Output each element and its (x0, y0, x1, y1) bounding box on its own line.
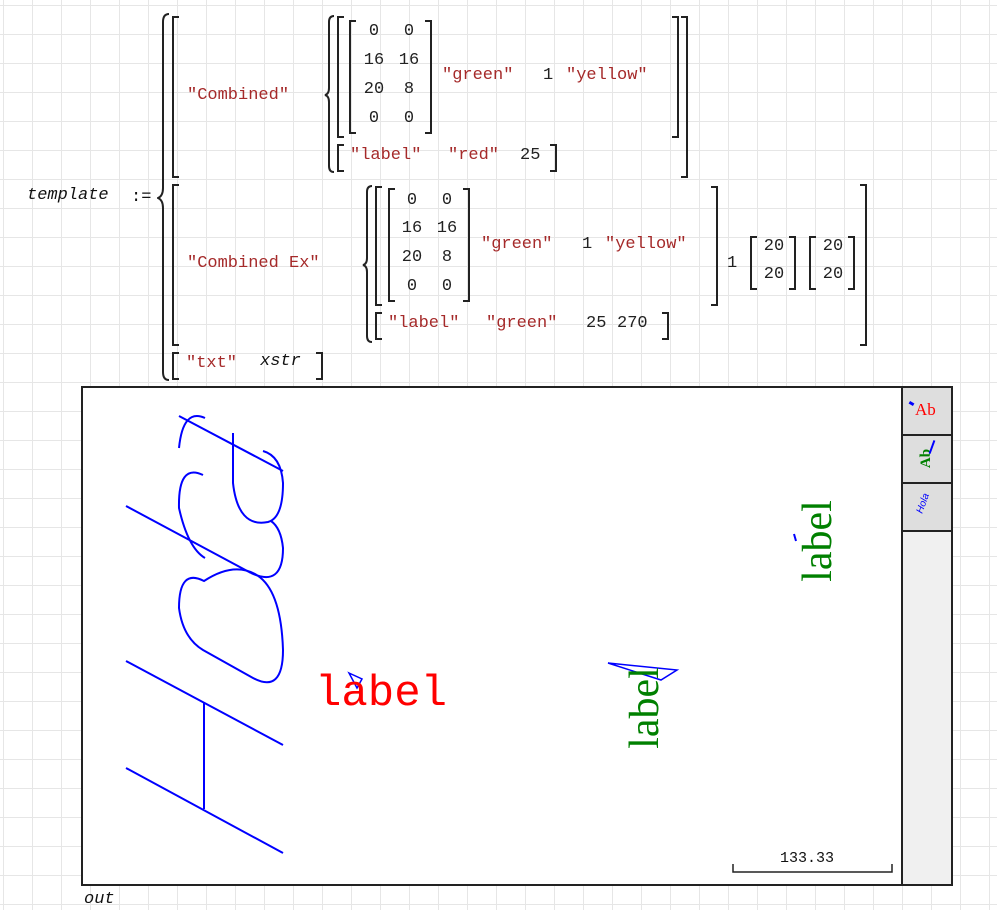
scale-bar-value: 133.33 (780, 850, 835, 867)
hola-strokes (125, 415, 285, 854)
row1-matrix-right-bracket (425, 20, 432, 134)
outer-brace-icon (157, 13, 170, 381)
row2-fill-color[interactable]: "green" (481, 235, 553, 254)
row2-style-right-bracket (711, 186, 718, 306)
scale-bar (732, 864, 893, 873)
thumbnail-label: Ab (915, 400, 936, 419)
matrix-cell[interactable]: 0 (403, 109, 415, 128)
row1-matrix-left-bracket (349, 20, 356, 134)
vec2-right-bracket (848, 236, 855, 290)
row1-fill-color[interactable]: "green" (442, 66, 514, 85)
output-variable[interactable]: out (84, 890, 115, 909)
matrix-cell[interactable]: 0 (403, 22, 415, 41)
row2-matrix-right-bracket (463, 188, 470, 302)
row2-name[interactable]: "Combined Ex" (187, 254, 320, 273)
plot-canvas[interactable]: label label label 133.33 (81, 386, 905, 886)
vec1-left-bracket (750, 236, 757, 290)
matrix-cell[interactable]: 0 (406, 277, 418, 296)
variable-name[interactable]: template (27, 186, 109, 205)
row2-label-color[interactable]: "green" (486, 314, 558, 333)
row2-line-width[interactable]: 1 (582, 235, 593, 254)
matrix-cell[interactable]: 20 (401, 248, 423, 267)
vec1-right-bracket (789, 236, 796, 290)
row1-inner-brace-icon (324, 15, 335, 173)
vec2-cell[interactable]: 20 (822, 265, 844, 284)
row2-line-color[interactable]: "yellow" (605, 235, 687, 254)
row1-style-left-bracket (337, 16, 344, 138)
thumbnail-sidebar: Ab Ab Hola (901, 386, 953, 886)
row2-left-bracket (172, 184, 179, 346)
row1-label-right-bracket (550, 144, 557, 172)
anchor-triangle-icon (607, 662, 680, 681)
row1-name[interactable]: "Combined" (187, 86, 290, 105)
matrix-cell[interactable]: 16 (436, 219, 458, 238)
row2-label-angle[interactable]: 270 (617, 314, 648, 333)
matrix-cell[interactable]: 16 (401, 219, 423, 238)
row3-left-bracket (172, 352, 179, 380)
row1-label-text[interactable]: "label" (350, 146, 422, 165)
row2-matrix-left-bracket (388, 188, 395, 302)
label-red: label (315, 669, 448, 719)
row1-right-bracket (681, 16, 688, 178)
matrix-cell[interactable]: 0 (441, 191, 453, 210)
plot-drawing (125, 415, 893, 873)
row1-style-right-bracket (672, 16, 679, 138)
thumbnail-hola[interactable]: Hola (903, 484, 951, 532)
row2-label-text[interactable]: "label" (388, 314, 460, 333)
row1-label-size[interactable]: 25 (520, 146, 541, 165)
anchor-arrow-icon (347, 671, 364, 690)
matrix-cell[interactable]: 16 (363, 51, 385, 70)
row2-extra-value[interactable]: 1 (727, 254, 738, 273)
row3-right-bracket (316, 352, 323, 380)
thumb-marker-icon (908, 400, 915, 407)
vec2-left-bracket (809, 236, 816, 290)
row2-inner-brace-icon (362, 185, 373, 343)
thumbnail-label: Hola (914, 491, 932, 516)
row2-label-size[interactable]: 25 (586, 314, 607, 333)
matrix-cell[interactable]: 20 (363, 80, 385, 99)
label-green-right: label (795, 500, 841, 582)
matrix-cell[interactable]: 0 (441, 277, 453, 296)
matrix-cell[interactable]: 0 (368, 22, 380, 41)
row1-label-color[interactable]: "red" (448, 146, 500, 165)
thumbnail-red-label[interactable]: Ab (903, 388, 951, 436)
row1-left-bracket (172, 16, 179, 178)
anchor-tick-icon (793, 533, 797, 542)
vec1-cell[interactable]: 20 (763, 265, 785, 284)
define-operator: := (131, 188, 152, 207)
label-green-middle: label (622, 667, 668, 749)
vec2-cell[interactable]: 20 (822, 237, 844, 256)
row1-line-width[interactable]: 1 (543, 66, 554, 85)
matrix-cell[interactable]: 0 (368, 109, 380, 128)
matrix-cell[interactable]: 16 (398, 51, 420, 70)
thumbnail-label: Ab (918, 448, 935, 469)
row2-label-left-bracket (375, 312, 382, 340)
matrix-cell[interactable]: 0 (406, 191, 418, 210)
row3-type[interactable]: "txt" (186, 354, 238, 373)
row2-right-bracket (860, 184, 867, 346)
thumbnail-green-label[interactable]: Ab (903, 436, 951, 484)
row2-style-left-bracket (375, 186, 382, 306)
row1-label-left-bracket (337, 144, 344, 172)
row3-variable[interactable]: xstr (260, 352, 301, 371)
row1-line-color[interactable]: "yellow" (566, 66, 648, 85)
matrix-cell[interactable]: 8 (441, 248, 453, 267)
vec1-cell[interactable]: 20 (763, 237, 785, 256)
row2-label-right-bracket (662, 312, 669, 340)
matrix-cell[interactable]: 8 (403, 80, 415, 99)
